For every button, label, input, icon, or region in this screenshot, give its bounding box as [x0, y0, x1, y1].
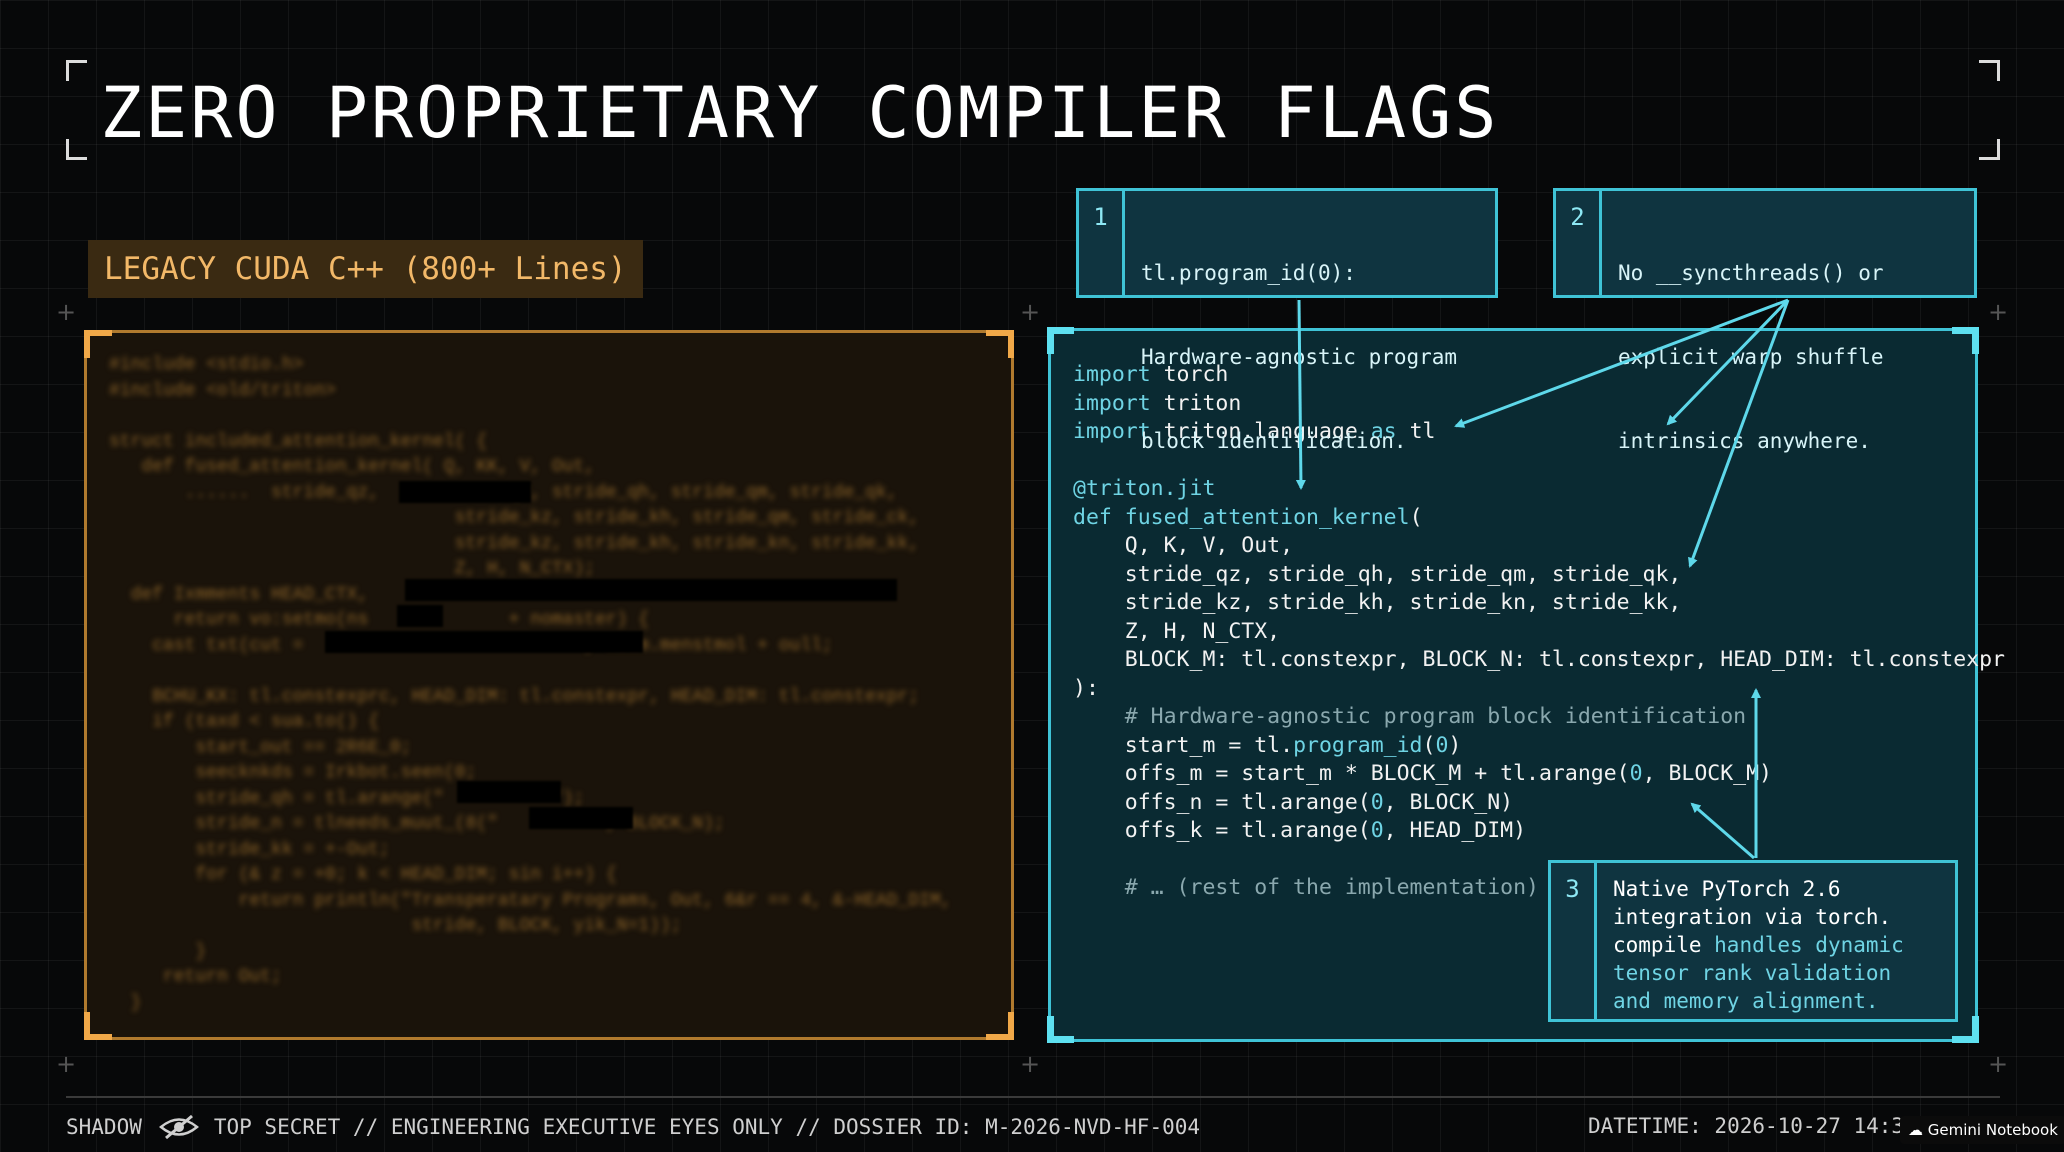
- code-token: , BLOCK_N): [1383, 789, 1514, 815]
- code-token: 0: [1435, 732, 1449, 758]
- code-token: ):: [1073, 675, 1099, 701]
- callout-text: No __syncthreads() or explicit warp shuf…: [1618, 261, 1884, 453]
- code-token: (: [1409, 504, 1423, 530]
- footer-datetime: DATETIME: 2026-10-27 14:3: [1588, 1114, 1905, 1138]
- footer-shadow-label: SHADOW: [66, 1115, 142, 1139]
- code-token: import: [1073, 419, 1151, 444]
- page-title: ZERO PROPRIETARY COMPILER FLAGS: [100, 72, 1500, 154]
- code-token: offs_m = start_m * BLOCK_M + tl.arange(: [1073, 761, 1630, 786]
- grid-marker: +: [1988, 1050, 2009, 1078]
- code-token: fused_attention_kernel: [1124, 504, 1410, 530]
- code-token: Z, H, N_CTX,: [1073, 618, 1281, 644]
- code-token: stride_qz, stride_qh, stride_qm, stride_…: [1073, 561, 1682, 587]
- code-token: , HEAD_DIM): [1383, 818, 1527, 843]
- code-token: 0: [1370, 789, 1384, 815]
- code-line: stride_kz, stride_kh, stride_kn, stride_…: [1073, 589, 2005, 618]
- gemini-logo-icon: ☁: [1908, 1121, 1928, 1139]
- callout-number: 1: [1079, 191, 1125, 295]
- code-line: Z, H, N_CTX,: [1073, 618, 2005, 647]
- code-line: import torch: [1073, 361, 2005, 390]
- code-line: import triton.language as tl: [1073, 418, 2005, 447]
- code-token: import: [1073, 362, 1151, 387]
- code-token: [1112, 505, 1125, 530]
- code-token: stride_kz, stride_kh, stride_kn, stride_…: [1073, 590, 1682, 615]
- callout-text: tl.program_id(0): Hardware-agnostic prog…: [1141, 261, 1458, 453]
- grid-marker: +: [1020, 298, 1041, 326]
- grid-marker: +: [1020, 1050, 1041, 1078]
- code-token: program_id: [1293, 732, 1423, 758]
- code-line: start_m = tl.program_id(0): [1073, 732, 2005, 761]
- code-token: as: [1370, 419, 1397, 444]
- callout-text: Native PyTorch 2.6 integration via torch.…: [1613, 875, 1945, 1015]
- callout-line: tensor rank validation: [1613, 961, 1892, 985]
- callout-line: Native PyTorch 2.6: [1613, 877, 1841, 901]
- callout-number: 2: [1556, 191, 1602, 295]
- callout-line: compile handles dynamic: [1613, 933, 1904, 957]
- code-token: 0: [1629, 761, 1643, 786]
- grid-marker: +: [1988, 298, 2009, 326]
- code-line: @triton.jit: [1073, 475, 2005, 504]
- code-token: (: [1422, 732, 1436, 758]
- callout-line: integration via torch.: [1613, 905, 1892, 929]
- gemini-notebook-badge: ☁ Gemini Notebook: [1900, 1116, 2064, 1144]
- code-line: offs_k = tl.arange(0, HEAD_DIM): [1073, 817, 2005, 846]
- code-token: 0: [1370, 818, 1384, 843]
- footer-divider: [66, 1096, 2000, 1098]
- title-frame: ZERO PROPRIETARY COMPILER FLAGS: [66, 60, 2000, 160]
- grid-marker: +: [56, 1050, 77, 1078]
- code-line: ):: [1073, 675, 2005, 704]
- code-token: triton.language: [1150, 419, 1371, 444]
- legacy-label: LEGACY CUDA C++ (800+ Lines): [88, 240, 643, 298]
- code-line: # Hardware-agnostic program block identi…: [1073, 703, 2005, 732]
- blurred-legacy-code: #include <stdio.h> #include <old/triton>…: [109, 355, 952, 1013]
- code-token: torch: [1150, 362, 1229, 387]
- code-token: @triton.jit: [1073, 476, 1216, 501]
- code-line: def fused_attention_kernel(: [1073, 504, 2005, 533]
- code-line: stride_qz, stride_qh, stride_qm, stride_…: [1073, 561, 2005, 590]
- footer-classification-text: TOP SECRET // ENGINEERING EXECUTIVE EYES…: [213, 1115, 1201, 1139]
- code-token: # Hardware-agnostic program block identi…: [1073, 704, 1747, 729]
- code-line: offs_m = start_m * BLOCK_M + tl.arange(0…: [1073, 760, 2005, 789]
- footer-classification: SHADOW TOP SECRET // ENGINEERING EXECUTI…: [66, 1114, 1200, 1140]
- callout-1: 1 tl.program_id(0): Hardware-agnostic pr…: [1076, 188, 1498, 453]
- grid-marker: +: [56, 298, 77, 326]
- code-token: triton: [1150, 390, 1242, 416]
- callout-line: and memory alignment.: [1613, 989, 1879, 1013]
- callout-3: 3 Native PyTorch 2.6 integration via torc…: [1548, 860, 1958, 1022]
- code-token: # … (rest of the implementation) …: [1073, 875, 1565, 900]
- code-token: tl: [1396, 419, 1436, 444]
- code-token: import: [1073, 390, 1151, 416]
- code-line: BLOCK_M: tl.constexpr, BLOCK_N: tl.const…: [1073, 646, 2005, 675]
- code-token: start_m = tl.: [1073, 732, 1294, 758]
- code-token: offs_k = tl.arange(: [1073, 818, 1371, 843]
- code-line: import triton: [1073, 390, 2005, 419]
- code-token: Q, K, V, Out,: [1073, 533, 1294, 558]
- code-token: offs_n = tl.arange(: [1073, 789, 1371, 815]
- code-line: offs_n = tl.arange(0, BLOCK_N): [1073, 789, 2005, 818]
- code-token: , BLOCK_M): [1642, 761, 1773, 786]
- legacy-code-panel: #include <stdio.h> #include <old/triton>…: [84, 330, 1014, 1040]
- code-token: ): [1448, 732, 1462, 758]
- callout-number: 3: [1551, 863, 1597, 1019]
- code-line: Q, K, V, Out,: [1073, 532, 2005, 561]
- code-token: def: [1073, 504, 1112, 530]
- eye-slash-icon: [158, 1114, 200, 1140]
- code-token: BLOCK_M: tl.constexpr, BLOCK_N: tl.const…: [1073, 647, 2005, 672]
- callout-2: 2 No __syncthreads() or explicit warp sh…: [1553, 188, 1977, 453]
